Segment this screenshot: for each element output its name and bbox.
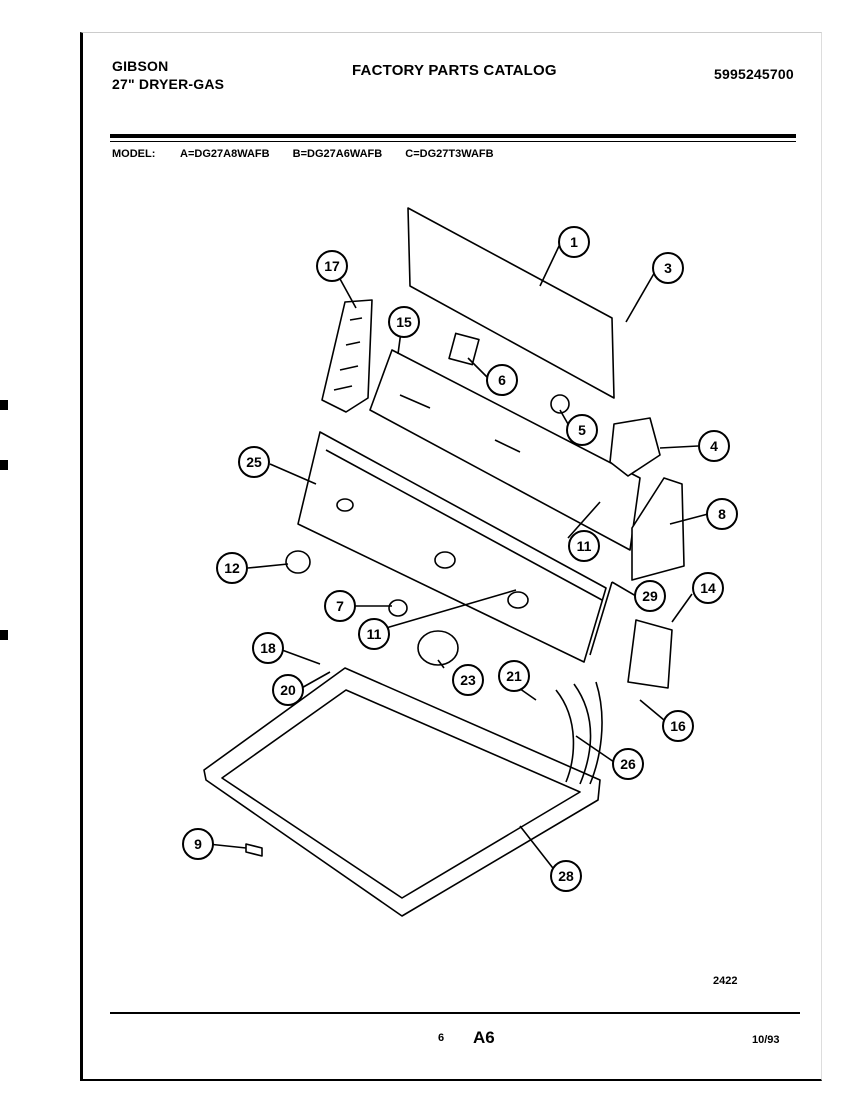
switch-drawing	[448, 332, 480, 366]
callout-label: 1	[570, 234, 578, 250]
callout-label: 11	[367, 626, 382, 642]
callout-18: 18	[252, 632, 284, 664]
page-number: 6	[438, 1032, 445, 1044]
diagram-number: 2422	[713, 975, 738, 987]
callout-5: 5	[566, 414, 598, 446]
callout-label: 16	[670, 718, 686, 734]
scan-edge-mark	[0, 630, 8, 640]
page-frame	[80, 32, 822, 1081]
callout-label: 12	[224, 560, 240, 576]
callout-20: 20	[272, 674, 304, 706]
catalog-part-number: 5995245700	[714, 66, 794, 82]
model-item: C=DG27T3WAFB	[405, 148, 494, 160]
callout-6: 6	[486, 364, 518, 396]
end-cap-drawing	[631, 477, 685, 581]
hose-drawing	[555, 681, 603, 785]
callout-11b: 11	[358, 618, 390, 650]
callout-7: 7	[324, 590, 356, 622]
large-knob-drawing	[417, 630, 459, 666]
model-item: A=DG27A8WAFB	[180, 148, 270, 160]
callout-label: 14	[700, 580, 716, 596]
callout-16: 16	[662, 710, 694, 742]
knob-drawing	[285, 550, 311, 574]
callout-label: 5	[578, 422, 586, 438]
rod-drawing	[589, 581, 613, 656]
callout-label: 6	[498, 372, 506, 388]
callout-25: 25	[238, 446, 270, 478]
callout-markers: 1 3 17 15 6 5 4 25 8 11 12 29 7 11 14 18…	[182, 226, 738, 892]
callout-label: 20	[280, 682, 296, 698]
model-item: B=DG27A6WAFB	[292, 148, 383, 160]
callout-1: 1	[558, 226, 590, 258]
cabinet-top-inner	[221, 689, 581, 899]
catalog-title: FACTORY PARTS CATALOG	[352, 62, 557, 79]
callout-29: 29	[634, 580, 666, 612]
model-list: MODEL: A=DG27A8WAFB B=DG27A6WAFB C=DG27T…	[112, 148, 514, 160]
callout-label: 18	[260, 640, 276, 656]
callout-label: 11	[577, 538, 592, 554]
callout-label: 7	[336, 598, 344, 614]
callout-9: 9	[182, 828, 214, 860]
callout-label: 15	[396, 314, 412, 330]
timer-drawing	[609, 417, 661, 477]
small-knob-drawing	[550, 394, 570, 414]
cabinet-top-drawing	[203, 667, 601, 917]
screw-drawing	[245, 843, 263, 857]
callout-label: 28	[558, 868, 574, 884]
callout-21: 21	[498, 660, 530, 692]
rear-panel-drawing	[407, 207, 615, 399]
brand-name: GIBSON	[112, 58, 169, 74]
callout-15: 15	[388, 306, 420, 338]
print-date: 10/93	[752, 1034, 780, 1046]
header-rule-thin	[110, 141, 796, 142]
section-code: A6	[473, 1028, 495, 1047]
callout-12: 12	[216, 552, 248, 584]
callout-3: 3	[652, 252, 684, 284]
callout-14: 14	[692, 572, 724, 604]
callout-label: 9	[194, 836, 202, 852]
switch-bracket-drawing	[321, 299, 373, 413]
callout-26: 26	[612, 748, 644, 780]
footer-rule	[110, 1012, 800, 1014]
console-drawing	[297, 431, 607, 663]
callout-4: 4	[698, 430, 730, 462]
scan-edge-mark	[0, 460, 8, 470]
scan-edge-mark	[0, 400, 8, 410]
callout-label: 25	[246, 454, 262, 470]
callout-label: 3	[664, 260, 672, 276]
callout-label: 21	[506, 668, 522, 684]
control-panel-drawing	[369, 349, 641, 551]
header-rule	[110, 134, 796, 138]
callout-label: 23	[460, 672, 476, 688]
product-name: 27" DRYER-GAS	[112, 76, 225, 92]
bracket-drawing	[627, 619, 673, 689]
model-label: MODEL:	[112, 148, 156, 160]
callout-label: 8	[718, 506, 726, 522]
callout-17: 17	[316, 250, 348, 282]
callout-label: 26	[620, 756, 636, 772]
callout-23: 23	[452, 664, 484, 696]
callout-8: 8	[706, 498, 738, 530]
small-knob-drawing-2	[388, 599, 408, 617]
callout-label: 29	[642, 588, 658, 604]
callout-28: 28	[550, 860, 582, 892]
callout-label: 17	[324, 258, 340, 274]
callout-11a: 11	[568, 530, 600, 562]
callout-label: 4	[710, 438, 718, 454]
